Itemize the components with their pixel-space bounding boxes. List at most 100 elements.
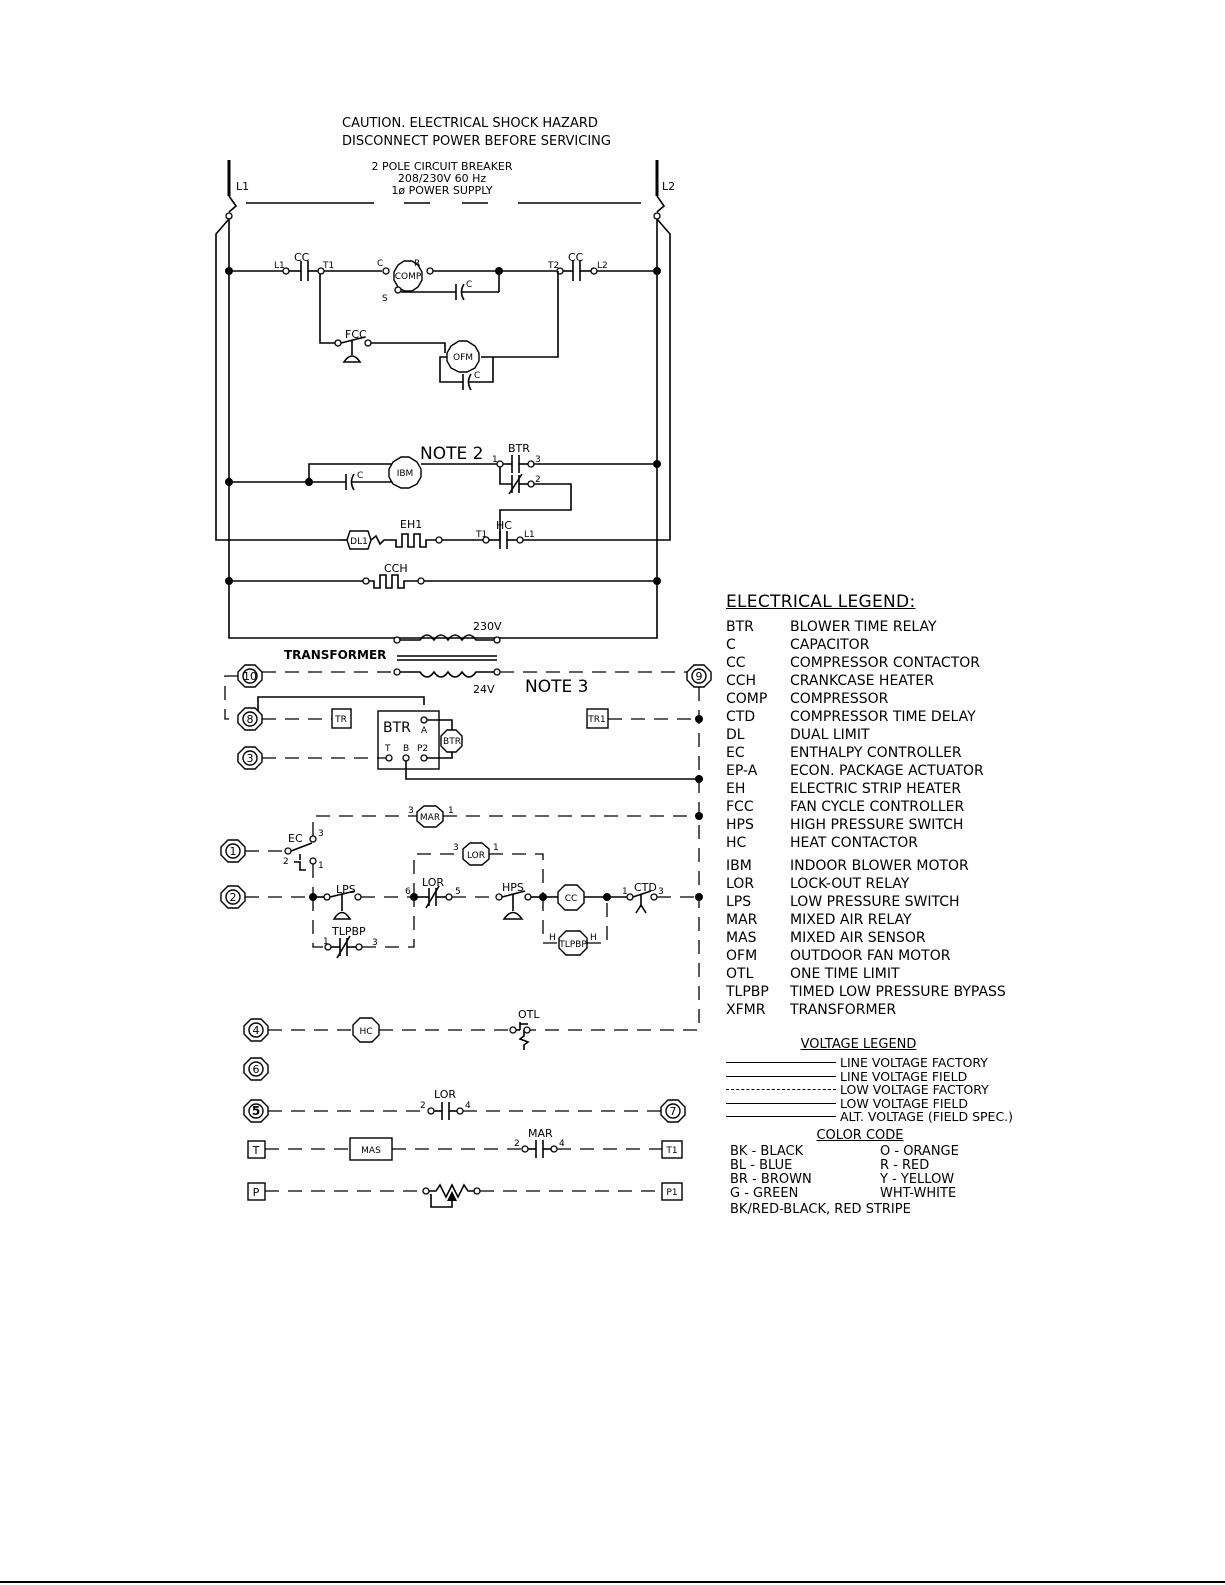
svg-text:1: 1	[323, 937, 329, 947]
svg-text:T1: T1	[322, 261, 334, 271]
outdoor-fan-motor: OFM	[446, 340, 480, 373]
svg-text:COMP: COMP	[395, 272, 422, 282]
terminal-p1[interactable]: P1	[661, 1182, 683, 1201]
svg-text:T: T	[384, 744, 391, 754]
mixed-air-sensor: MAS	[349, 1137, 393, 1161]
svg-text:CTD: CTD	[634, 881, 657, 894]
svg-text:9: 9	[696, 670, 703, 683]
svg-text:5: 5	[252, 1104, 260, 1118]
terminal-1[interactable]: 1	[220, 839, 246, 863]
line-sample	[726, 1116, 836, 1118]
svg-text:2: 2	[514, 1139, 520, 1149]
svg-text:B: B	[403, 744, 409, 754]
svg-text:1: 1	[622, 887, 628, 897]
line-sample-dashed	[726, 1089, 836, 1091]
svg-text:MAR: MAR	[528, 1127, 553, 1140]
terminal-7[interactable]: 7	[660, 1099, 686, 1123]
svg-text:LOR: LOR	[467, 851, 485, 861]
svg-text:EH1: EH1	[400, 518, 422, 531]
caution-line-2: DISCONNECT POWER BEFORE SERVICING	[342, 134, 611, 149]
voltage-legend-row: LOW VOLTAGE FACTORY	[726, 1082, 1056, 1097]
terminal-t1[interactable]: T1	[661, 1140, 683, 1159]
svg-text:3: 3	[658, 887, 664, 897]
mixed-air-relay-coil: MAR	[416, 805, 444, 828]
svg-text:3: 3	[535, 455, 541, 465]
voltage-legend-row: LINE VOLTAGE FACTORY	[726, 1055, 1056, 1070]
transformer-label: TRANSFORMER	[284, 648, 386, 662]
terminal-5[interactable]: 5	[243, 1099, 269, 1123]
svg-text:H: H	[590, 933, 597, 943]
svg-text:3: 3	[408, 806, 414, 816]
voltage-legend-row: ALT. VOLTAGE (FIELD SPEC.)	[726, 1109, 1056, 1124]
svg-text:P: P	[253, 1186, 260, 1199]
svg-text:6: 6	[253, 1063, 260, 1076]
svg-text:1: 1	[318, 861, 324, 871]
electric-heater-eh1	[390, 533, 443, 548]
svg-text:LPS: LPS	[336, 883, 356, 896]
svg-text:8: 8	[247, 713, 254, 726]
transformer-primary	[393, 634, 501, 644]
svg-text:T1: T1	[665, 1146, 677, 1156]
indoor-blower-motor: IBM	[388, 456, 422, 489]
terminal-2[interactable]: 2	[220, 885, 246, 909]
tlpbp-coil: TLPBP	[558, 930, 588, 956]
cc-label-left: CC	[294, 251, 310, 264]
terminal-10[interactable]: 10	[237, 664, 263, 688]
svg-text:P1: P1	[666, 1188, 677, 1198]
svg-text:4: 4	[465, 1101, 471, 1111]
circuit-breaker-l1	[225, 195, 238, 220]
compressor-motor: COMP	[393, 260, 423, 292]
svg-text:IBM: IBM	[397, 469, 414, 479]
primary-voltage-label: 230V	[473, 620, 502, 633]
line-sample	[726, 1062, 836, 1064]
dual-limit-dl1: DL1	[346, 530, 372, 550]
svg-text:L1: L1	[524, 530, 535, 540]
svg-text:TLPBP: TLPBP	[558, 940, 587, 950]
caution-line-1: CAUTION. ELECTRICAL SHOCK HAZARD	[342, 116, 598, 131]
terminal-6[interactable]: 6	[243, 1057, 269, 1081]
lor-contact-no	[427, 1102, 464, 1120]
svg-text:CCH: CCH	[384, 562, 408, 575]
svg-text:DL1: DL1	[350, 537, 368, 547]
heat-contactor-coil: HC	[352, 1017, 380, 1043]
terminal-8[interactable]: 8	[237, 707, 263, 731]
svg-text:BTR: BTR	[443, 737, 461, 747]
svg-text:7: 7	[670, 1105, 677, 1118]
svg-text:1: 1	[448, 806, 454, 816]
voltage-legend-row: LINE VOLTAGE FIELD	[726, 1069, 1056, 1084]
svg-text:L2: L2	[597, 261, 608, 271]
svg-text:LOR: LOR	[422, 876, 444, 889]
crankcase-heater	[362, 574, 425, 589]
btr-contact-nc	[508, 473, 535, 495]
terminal-3[interactable]: 3	[237, 746, 263, 770]
svg-text:2: 2	[230, 891, 237, 904]
terminal-p[interactable]: P	[247, 1182, 266, 1201]
svg-text:3: 3	[247, 752, 254, 765]
terminal-4[interactable]: 4	[243, 1018, 269, 1042]
one-time-limit	[509, 1022, 531, 1050]
terminal-t[interactable]: T	[247, 1140, 266, 1159]
line-sample	[726, 1102, 836, 1104]
terminal-9[interactable]: 9	[686, 664, 712, 688]
svg-text:LOR: LOR	[434, 1088, 456, 1101]
svg-text:3: 3	[453, 843, 459, 853]
svg-text:1: 1	[230, 845, 237, 858]
svg-text:L1: L1	[274, 261, 285, 271]
svg-text:C: C	[377, 259, 383, 269]
heat-contactor-contact	[482, 531, 524, 549]
potentiometer	[422, 1183, 481, 1208]
svg-text:HC: HC	[496, 519, 512, 532]
